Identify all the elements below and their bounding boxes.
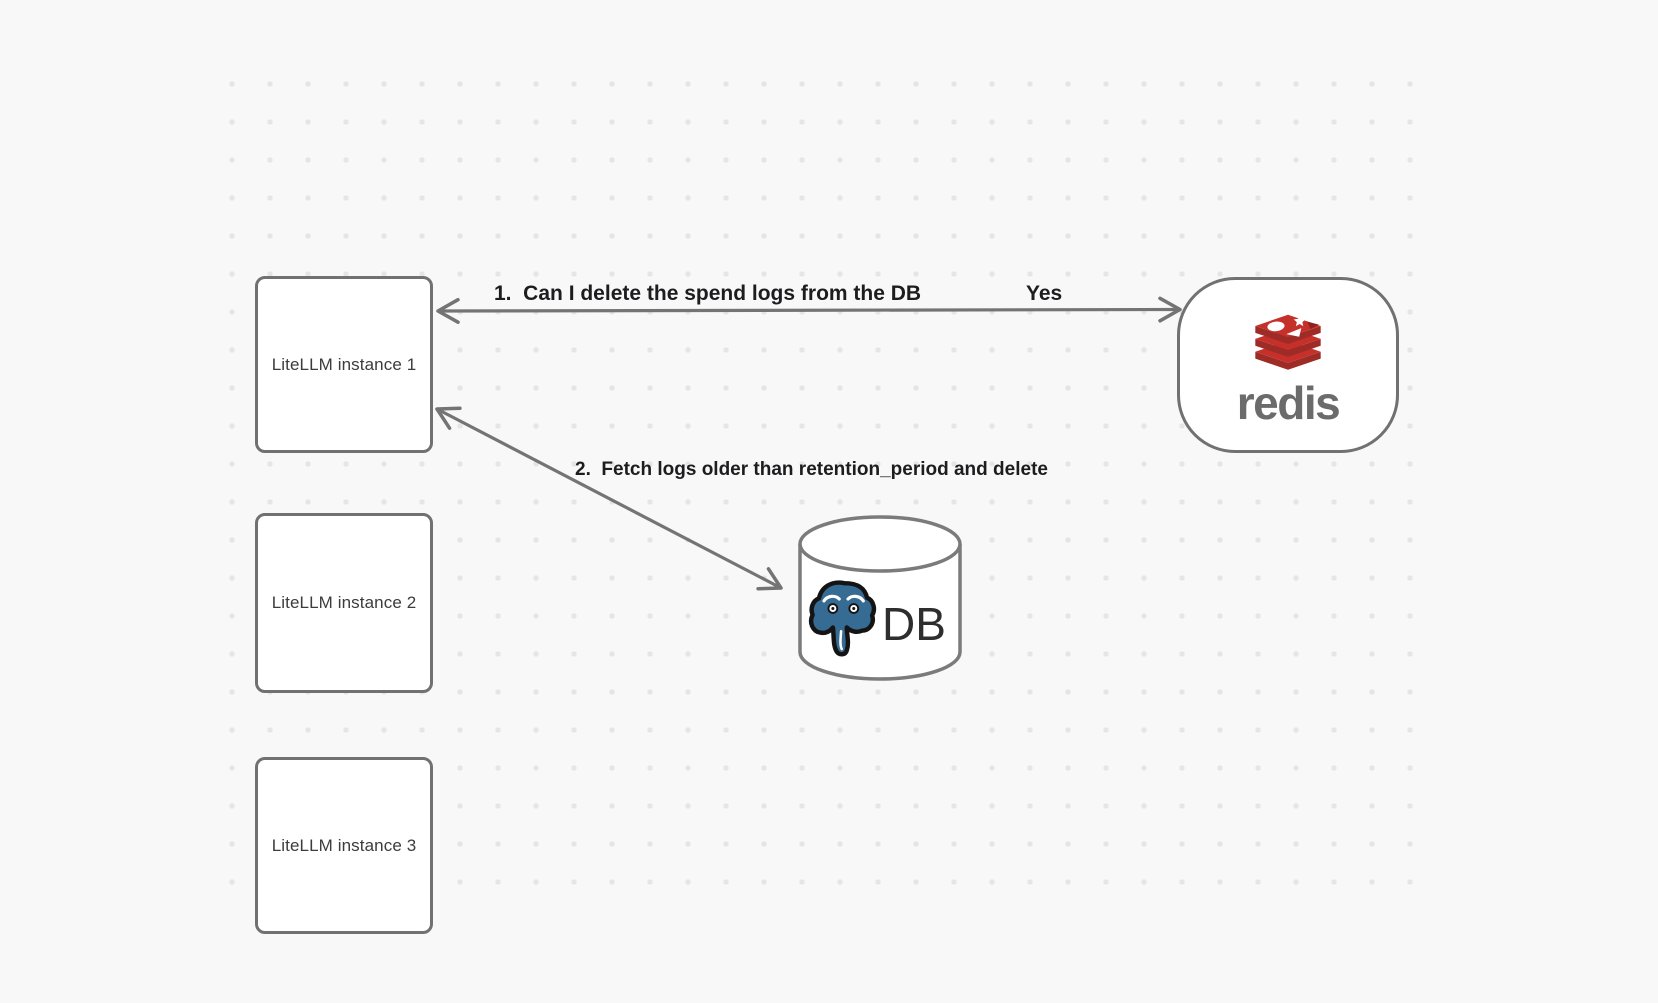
node-redis: redis bbox=[1177, 277, 1399, 453]
db-label: DB bbox=[882, 598, 946, 650]
node-label: LiteLLM instance 1 bbox=[271, 354, 417, 374]
db-content: DB bbox=[805, 578, 946, 658]
postgresql-elephant-icon bbox=[808, 580, 877, 657]
node-db: DB bbox=[797, 514, 963, 682]
edge2-label: 2. Fetch logs older than retention_perio… bbox=[575, 459, 1048, 480]
node-litellm-instance-2: LiteLLM instance 2 bbox=[255, 513, 433, 693]
edge1-response-label: Yes bbox=[1026, 282, 1063, 305]
node-label: LiteLLM instance 3 bbox=[271, 835, 417, 855]
node-litellm-instance-1: LiteLLM instance 1 bbox=[255, 276, 433, 453]
node-litellm-instance-3: LiteLLM instance 3 bbox=[255, 757, 433, 934]
edge1-request-label: 1. Can I delete the spend logs from the … bbox=[494, 282, 922, 305]
redis-wordmark: redis bbox=[1236, 377, 1341, 429]
redis-logo-icon bbox=[1255, 314, 1321, 370]
node-label: LiteLLM instance 2 bbox=[271, 593, 417, 612]
